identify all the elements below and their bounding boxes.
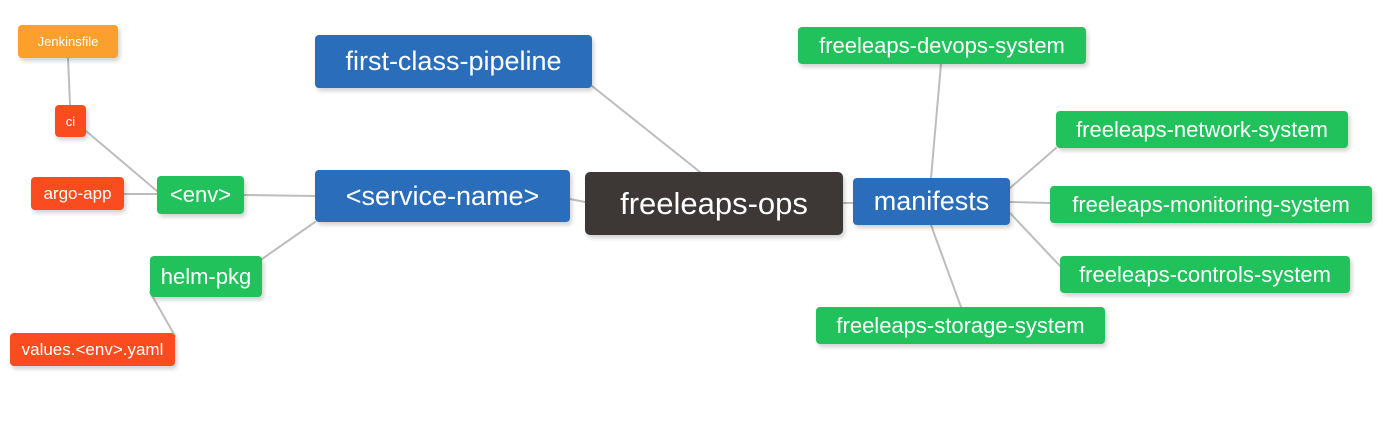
node-ci[interactable]: ci [55,105,86,137]
node-service-name[interactable]: <service-name> [315,170,570,222]
node-controls-system[interactable]: freeleaps-controls-system [1060,256,1350,293]
node-devops-system[interactable]: freeleaps-devops-system [798,27,1086,64]
node-helm-pkg[interactable]: helm-pkg [150,256,262,297]
node-storage-system[interactable]: freeleaps-storage-system [816,307,1105,344]
node-jenkinsfile[interactable]: Jenkinsfile [18,25,118,58]
edge-manifests-to-network-system [1009,147,1057,189]
node-argo-app[interactable]: argo-app [31,177,124,210]
node-env[interactable]: <env> [157,176,244,214]
edge-jenkinsfile-to-ci [67,57,71,106]
node-network-system[interactable]: freeleaps-network-system [1056,111,1348,148]
node-first-class-pipeline[interactable]: first-class-pipeline [315,35,592,88]
node-manifests[interactable]: manifests [853,178,1010,225]
edge-first-class-pipeline-to-freeleaps-ops [591,85,701,173]
node-freeleaps-ops[interactable]: freeleaps-ops [585,172,843,235]
edge-helm-pkg-to-service-name [261,221,316,260]
edge-manifests-to-storage-system [930,224,962,308]
edge-env-to-service-name [243,194,316,197]
edge-manifests-to-devops-system [930,63,942,179]
node-monitoring-system[interactable]: freeleaps-monitoring-system [1050,186,1372,223]
edge-service-name-to-freeleaps-ops [569,198,586,203]
node-values-yaml[interactable]: values.<env>.yaml [10,333,175,366]
edge-values-yaml-to-helm-pkg [149,291,176,337]
edge-manifests-to-monitoring-system [1009,201,1051,204]
